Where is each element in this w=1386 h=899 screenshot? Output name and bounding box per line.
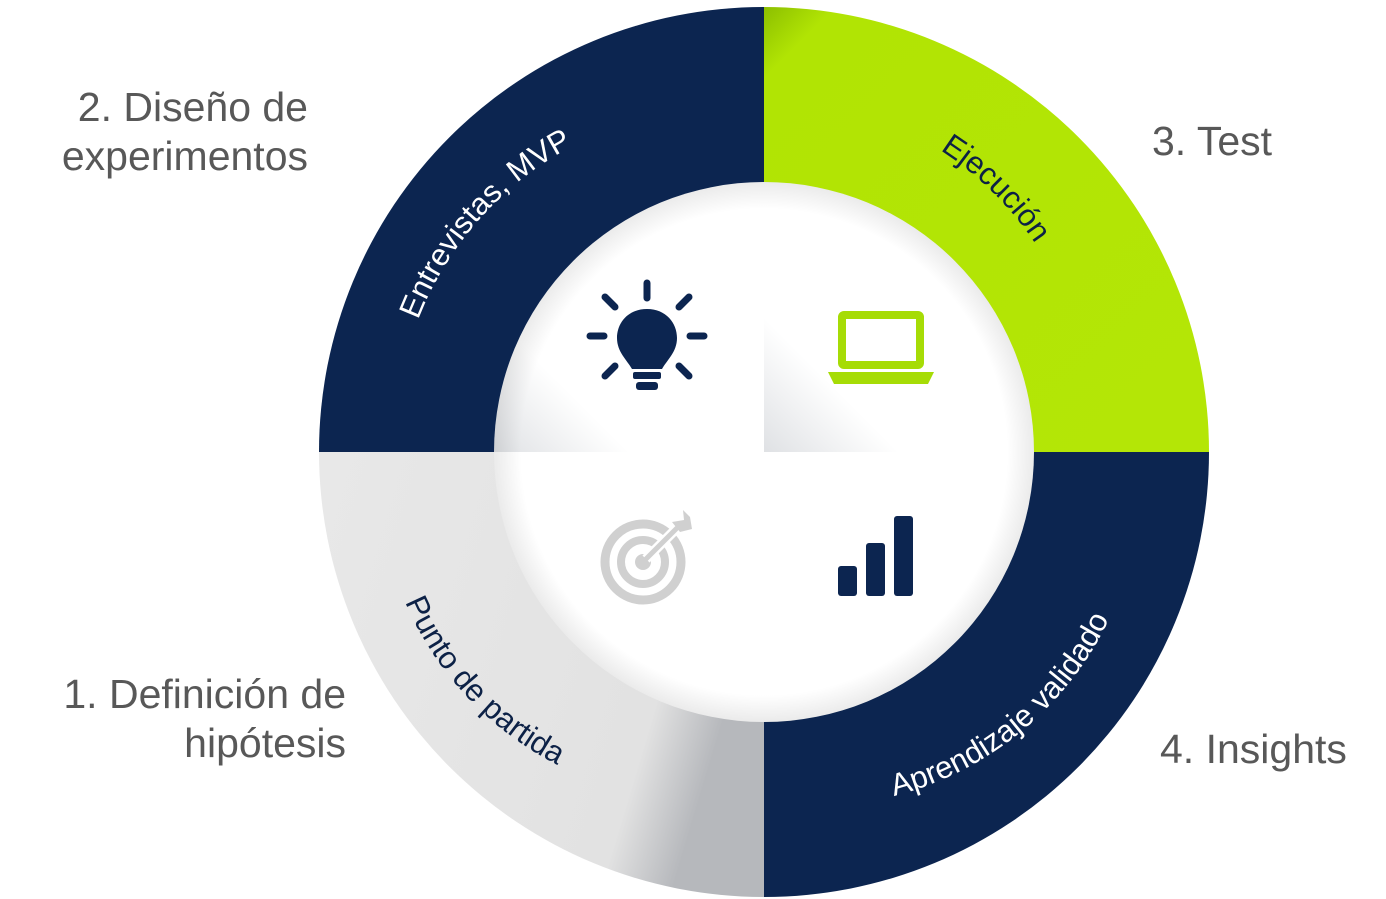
stage-2-title: 2. Diseño de experimentos <box>0 83 308 181</box>
inner-disc-shading <box>494 182 1034 722</box>
laptop-icon <box>828 311 934 384</box>
stage-1-title: 1. Definición de hipótesis <box>0 670 346 768</box>
stage-4-title: 4. Insights <box>1160 725 1347 774</box>
stage-1-title-line-1: 1. Definición de <box>63 671 346 717</box>
bar-chart-icon <box>838 516 913 596</box>
lightbulb-icon <box>586 279 708 390</box>
stage-2-title-line-2: experimentos <box>61 133 308 179</box>
target-icon <box>600 510 692 605</box>
stage-3-title: 3. Test <box>1152 117 1272 166</box>
stage-2-title-line-1: 2. Diseño de <box>77 84 308 130</box>
stage-1-title-line-2: hipótesis <box>184 720 346 766</box>
stage-3-title-line-1: 3. Test <box>1152 118 1273 164</box>
stage-4-title-line-1: 4. Insights <box>1160 726 1347 772</box>
